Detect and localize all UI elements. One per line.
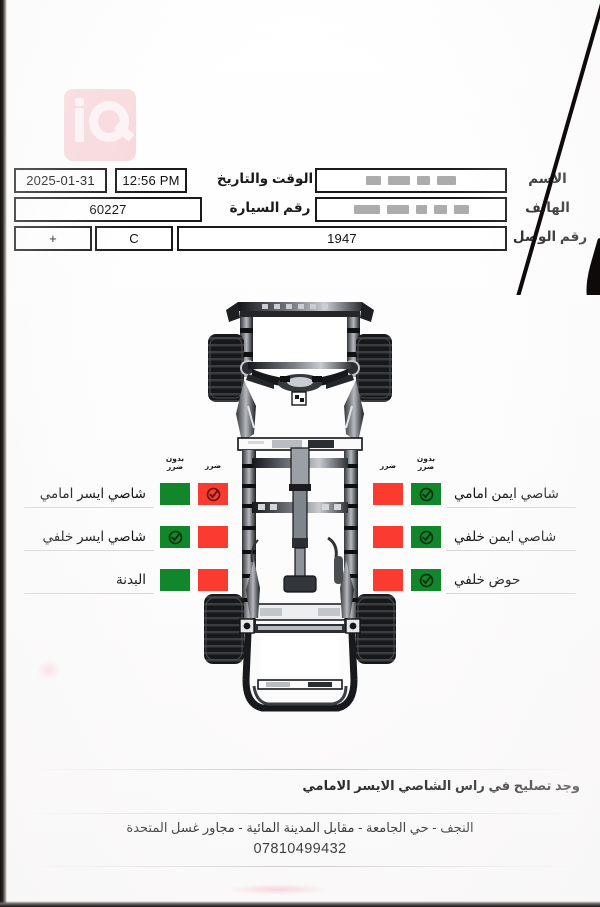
check-icon xyxy=(419,530,434,545)
shop-phone: 07810499432 xyxy=(253,841,347,857)
datetime-label: الوقت والتاريخ xyxy=(216,171,314,186)
left-row-1-label: شاصي ايسر خلفي xyxy=(24,524,154,551)
right-row-0-label: شاصي ايمن امامي xyxy=(446,481,576,508)
left-row-0-damage-box[interactable] xyxy=(198,483,228,505)
logo-i-dot xyxy=(75,98,84,106)
right-row-0-no-damage-box[interactable] xyxy=(411,483,441,505)
right-row-1-damage-box[interactable] xyxy=(373,526,403,548)
shop-address: النجف - حي الجامعة - مقابل المدينة المائ… xyxy=(126,820,474,835)
name-value-redacted xyxy=(317,170,505,191)
left-row-0-no-damage-box[interactable] xyxy=(160,483,190,505)
divider-bottom xyxy=(24,866,580,867)
date-value: 2025-01-31 xyxy=(26,173,95,188)
left-row-2-damage-box[interactable] xyxy=(198,569,228,591)
right-damage-header: ضرر xyxy=(379,461,397,470)
receipt-number-label: رقم الوصل xyxy=(512,229,588,244)
inspection-note: وجد تصليح في راس الشاصي الايسر الامامي xyxy=(302,778,580,793)
right-row-2-label: حوض خلفي xyxy=(446,567,576,594)
pink-smudge-bottom xyxy=(228,884,328,895)
right-row-1-label: شاصي ايمن خلفي xyxy=(446,524,576,551)
plus-field[interactable]: + xyxy=(14,226,92,251)
left-row-2-no-damage-box[interactable] xyxy=(160,569,190,591)
check-icon xyxy=(168,530,183,545)
grade-value: C xyxy=(129,231,139,246)
date-field[interactable]: 2025-01-31 xyxy=(14,168,107,193)
right-row-2-no-damage-box[interactable] xyxy=(411,569,441,591)
pink-smudge-left xyxy=(36,660,62,680)
time-value: 12:56 PM xyxy=(122,173,180,188)
name-label: الاسم xyxy=(528,171,567,186)
car-number-field[interactable]: 60227 xyxy=(14,197,202,222)
right-row-2-damage-box[interactable] xyxy=(373,569,403,591)
left-row-1-damage-box[interactable] xyxy=(198,526,228,548)
check-icon xyxy=(206,487,221,502)
right-row-0-damage-box[interactable] xyxy=(373,483,403,505)
phone-label: الهاتف xyxy=(525,200,570,215)
left-damage-header: ضرر xyxy=(204,461,222,470)
scan-edge-bottom xyxy=(0,901,600,907)
left-row-2-label: البدنة xyxy=(24,567,154,594)
divider-mid xyxy=(24,813,580,814)
check-icon xyxy=(419,487,434,502)
phone-field[interactable] xyxy=(315,197,507,222)
left-no-damage-header: بدون ضرر xyxy=(165,454,185,471)
logo-i-stem xyxy=(75,108,84,142)
check-icon xyxy=(419,573,434,588)
header-form: 2025-01-31 12:56 PM الوقت والتاريخ الاسم… xyxy=(0,168,600,278)
right-no-damage-header: بدون ضرر xyxy=(416,454,436,471)
name-field[interactable] xyxy=(315,168,507,193)
inspection-panel: بدون ضرر ضرر بدون ضرر ضرر شاصي ايسر امام… xyxy=(0,452,600,612)
time-field[interactable]: 12:56 PM xyxy=(115,168,187,193)
scan-edge-left xyxy=(0,0,7,907)
grade-field[interactable]: C xyxy=(95,226,173,251)
car-number-value: 60227 xyxy=(89,202,127,217)
left-row-0-label: شاصي ايسر امامي xyxy=(24,481,154,508)
divider-top xyxy=(24,769,580,770)
car-number-label: رقم السيارة xyxy=(229,200,311,215)
receipt-number-value: 1947 xyxy=(327,231,357,246)
phone-value-redacted xyxy=(317,199,505,220)
receipt-number-field[interactable]: 1947 xyxy=(177,226,507,251)
iq-logo xyxy=(64,89,136,161)
plus-value: + xyxy=(49,231,57,246)
left-row-1-no-damage-box[interactable] xyxy=(160,526,190,548)
right-row-1-no-damage-box[interactable] xyxy=(411,526,441,548)
